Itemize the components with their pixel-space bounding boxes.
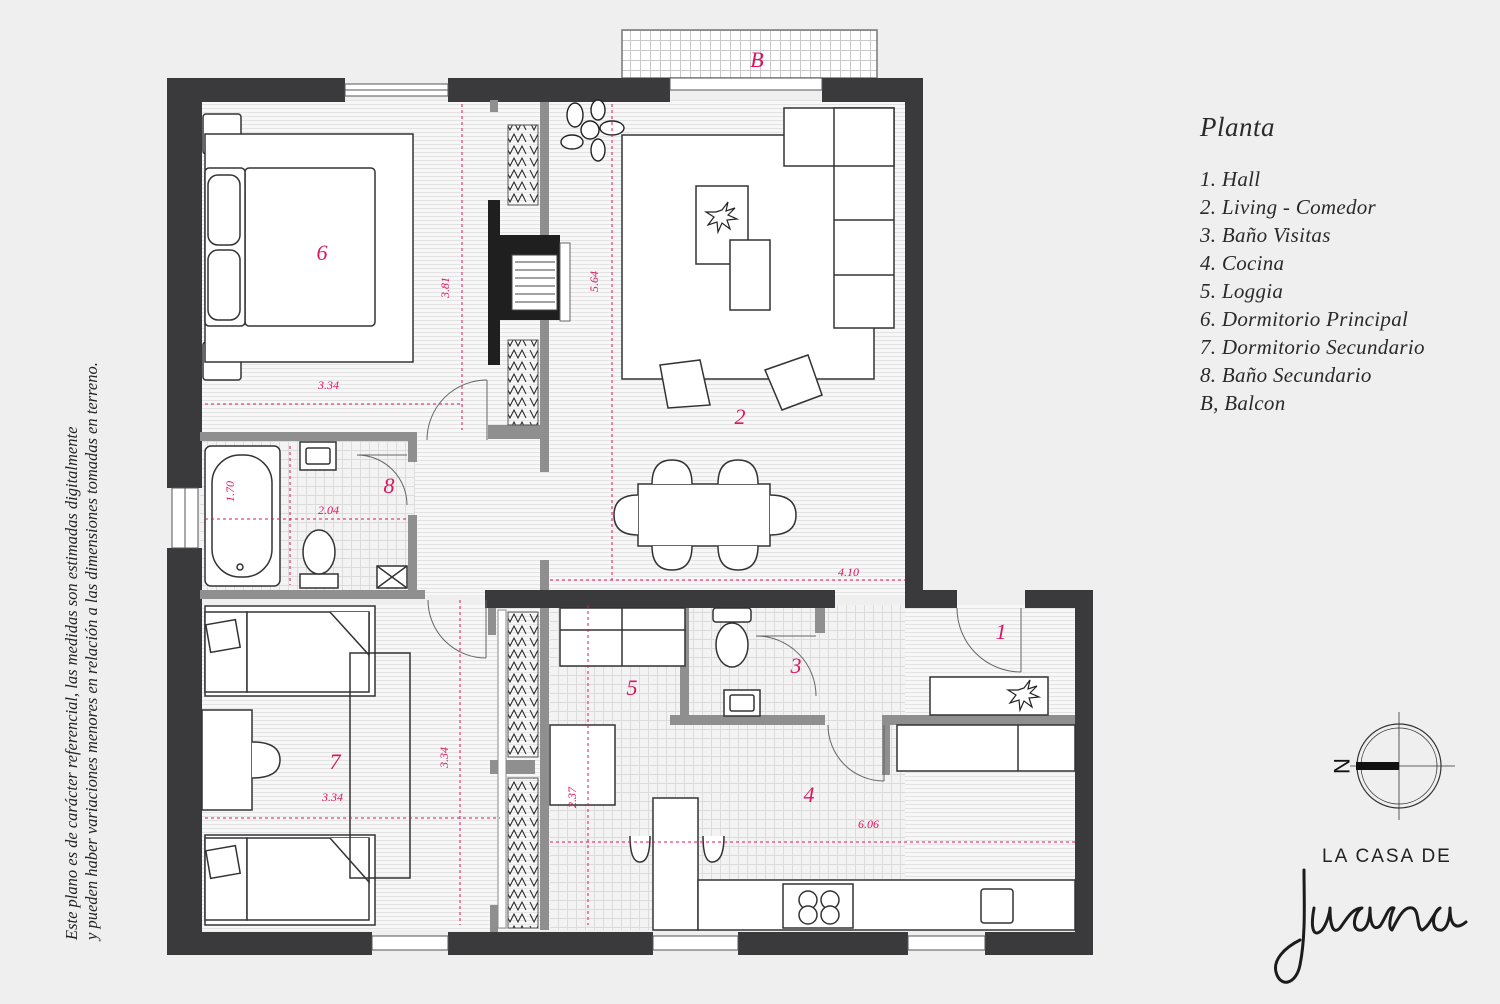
dim-170: 1.70 xyxy=(223,481,237,502)
secondary-bedroom-furniture xyxy=(201,605,411,926)
dim-334-v: 3.34 xyxy=(437,747,451,769)
living-furniture xyxy=(621,107,895,411)
exterior-walls xyxy=(167,78,1093,955)
compass-icon: N xyxy=(1330,712,1455,820)
room-label-6: 6 xyxy=(317,240,328,265)
legend-item: 7. Dormitorio Secundario xyxy=(1200,335,1425,359)
flower-decor-hall-icon xyxy=(1005,679,1042,713)
bathroom-guest-fixtures xyxy=(712,607,761,717)
dim-334-top: 3.34 xyxy=(317,378,339,392)
legend-item: 8. Baño Secundario xyxy=(1200,363,1372,387)
room-label-4: 4 xyxy=(804,782,815,807)
legend-item: 3. Baño Visitas xyxy=(1200,223,1331,247)
room-label-8: 8 xyxy=(384,473,395,498)
hall-kitchen-fixtures xyxy=(629,676,1076,931)
brand-logo: LA CASA DE xyxy=(1270,840,1480,990)
room-label-1: 1 xyxy=(996,619,1007,644)
room-label-balcony: B xyxy=(750,47,763,72)
legend: Planta 1. Hall 2. Living - Comedor 3. Ba… xyxy=(1200,112,1425,417)
brand-script-logo xyxy=(1274,868,1468,984)
dim-204: 2.04 xyxy=(318,503,339,517)
fireplace xyxy=(488,200,571,365)
legend-item: B, Balcon xyxy=(1200,391,1286,415)
room-label-3: 3 xyxy=(790,653,802,678)
disclaimer-line-2: y pueden haber variaciones menores en re… xyxy=(82,362,101,940)
legend-item: 2. Living - Comedor xyxy=(1200,195,1377,219)
legend-item: 5. Loggia xyxy=(1200,279,1284,303)
dining-table xyxy=(613,459,797,571)
dim-606: 6.06 xyxy=(858,817,879,831)
room-labels: 1 2 3 4 5 6 7 8 B xyxy=(317,47,1007,807)
dim-381: 3.81 xyxy=(438,277,452,299)
windows xyxy=(171,77,986,951)
room-label-2: 2 xyxy=(735,404,746,429)
legend-title: Planta xyxy=(1200,112,1275,142)
dim-334-b: 3.34 xyxy=(321,790,343,804)
legend-item: 4. Cocina xyxy=(1200,251,1285,275)
master-bed xyxy=(202,113,414,381)
dim-237: 2.37 xyxy=(565,786,579,808)
flower-decor-icon xyxy=(703,201,740,235)
disclaimer-note: Este plano es de carácter referencial, l… xyxy=(62,40,102,940)
dimension-lines xyxy=(205,104,1075,925)
legend-item: 1. Hall xyxy=(1200,167,1261,191)
doors xyxy=(356,379,1022,782)
room-label-7: 7 xyxy=(330,749,342,774)
legend-list: 1. Hall 2. Living - Comedor 3. Baño Visi… xyxy=(1200,165,1425,417)
balcony xyxy=(621,29,878,79)
loggia-appliances xyxy=(549,607,686,806)
room-label-5: 5 xyxy=(627,675,638,700)
disclaimer-line-1: Este plano es de carácter referencial, l… xyxy=(62,426,81,940)
compass-north-label: N xyxy=(1330,758,1355,774)
brand-name-top: LA CASA DE xyxy=(1322,846,1452,867)
dimension-labels: 3.81 3.34 5.64 1.70 2.04 4.10 3.34 3.34 … xyxy=(223,271,879,831)
kitchen-wall xyxy=(485,590,835,608)
dim-564: 5.64 xyxy=(587,271,601,292)
legend-item: 6. Dormitorio Principal xyxy=(1200,307,1409,331)
closets xyxy=(497,124,539,929)
bathroom-secondary-fixtures xyxy=(204,441,408,589)
dim-410: 4.10 xyxy=(838,565,859,579)
